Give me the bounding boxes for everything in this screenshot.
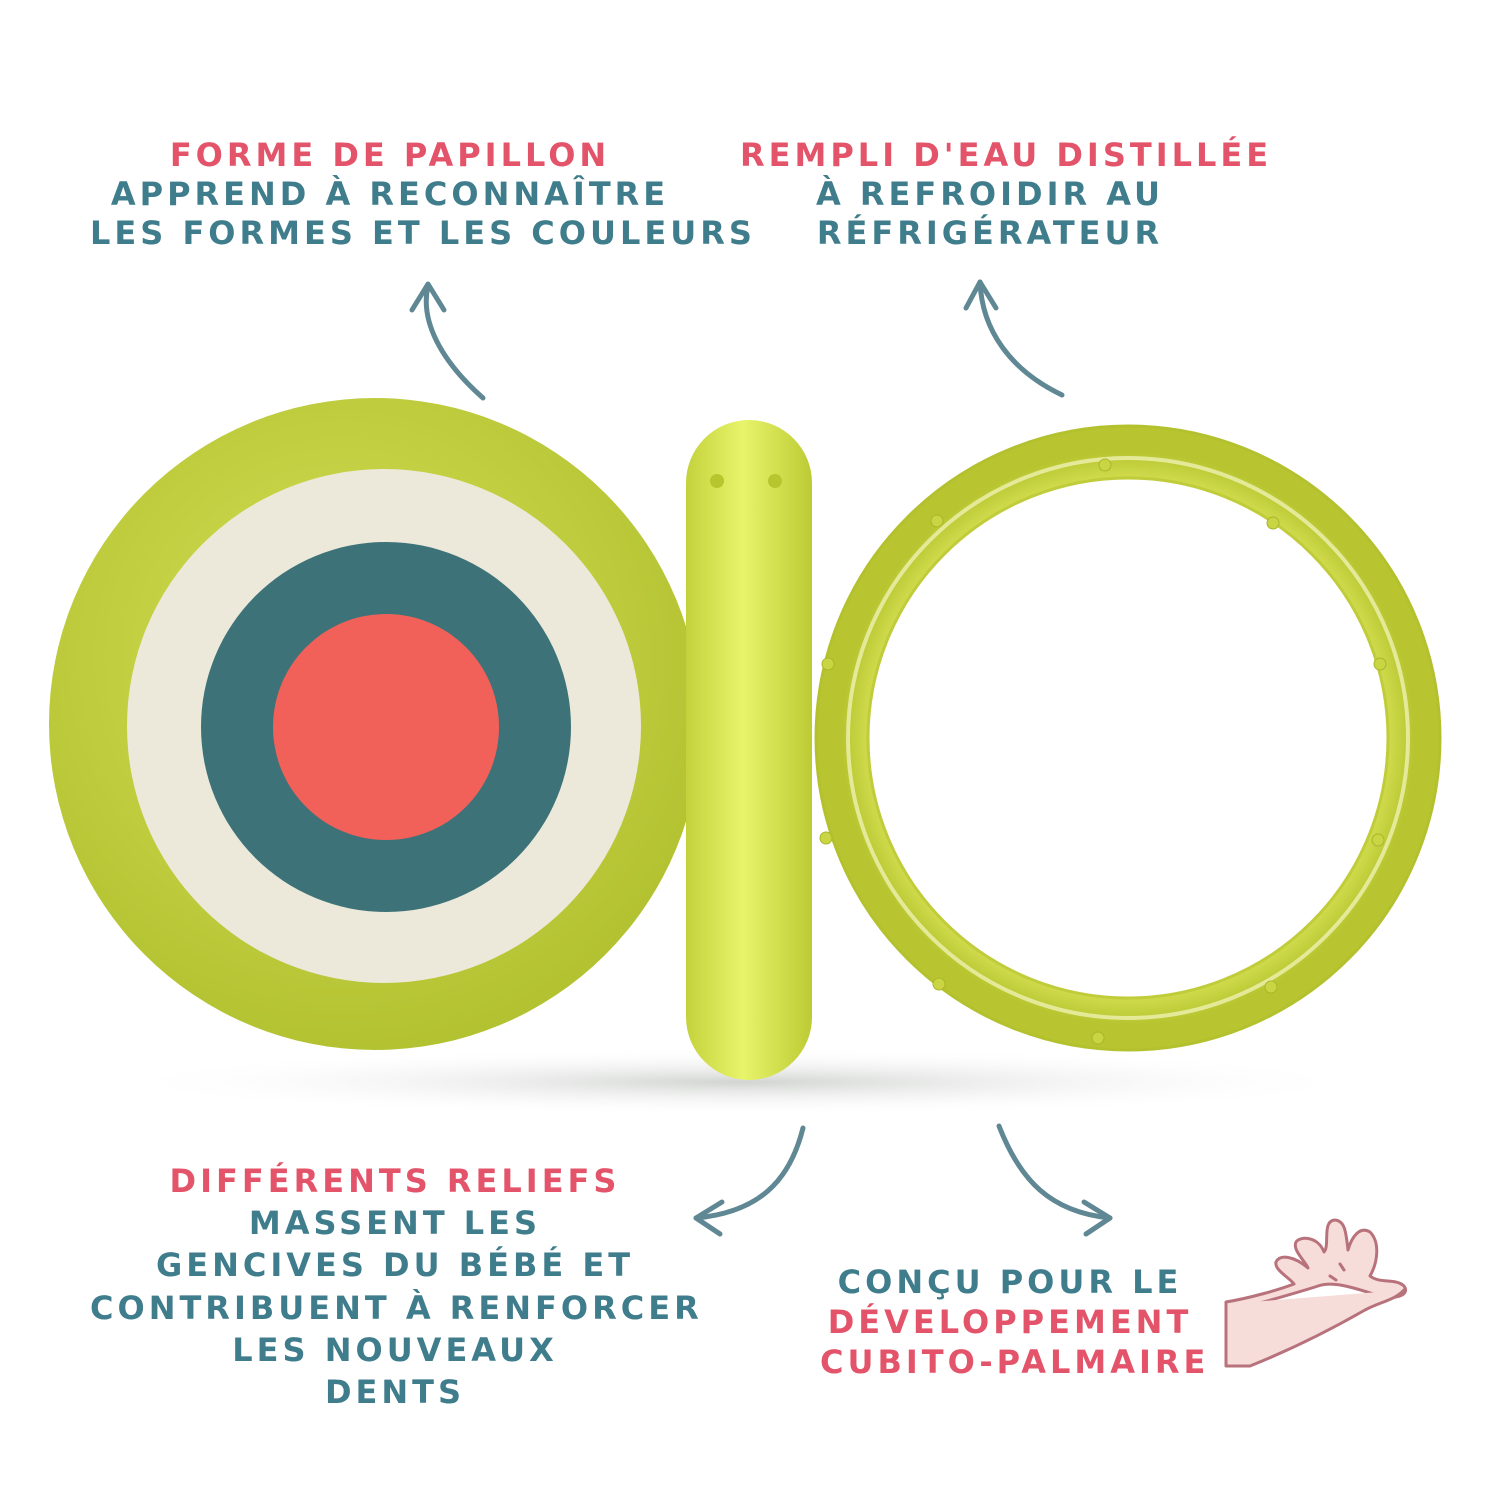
- callout-text: les formes et les couleurs: [90, 214, 756, 253]
- callout-text: apprend à reconnaître: [110, 175, 670, 214]
- bump: [1373, 657, 1387, 671]
- hand-icon: [1224, 1218, 1407, 1368]
- callout-butterfly-shape: Forme de papillon apprend à reconnaître …: [90, 136, 756, 253]
- bump: [710, 474, 724, 488]
- coral-center: [273, 614, 499, 840]
- curved-arrow-icon: [693, 1125, 806, 1237]
- bump: [1264, 980, 1278, 994]
- bump: [821, 657, 835, 671]
- bump: [819, 831, 833, 845]
- callout-heading: cubito-palmaire: [820, 1343, 1210, 1381]
- callout-text: à refroidir au: [815, 175, 1165, 214]
- curved-arrow-icon: [996, 1123, 1113, 1237]
- callout-heading: Différents reliefs: [169, 1162, 621, 1200]
- callout-text: réfrigérateur: [816, 214, 1164, 253]
- curved-arrow-icon: [409, 281, 486, 401]
- callout-different-reliefs: Différents reliefs massent les gencives …: [90, 1160, 700, 1413]
- center-bar[interactable]: [686, 420, 812, 1080]
- butterfly-disc[interactable]: [49, 398, 701, 1050]
- bump: [930, 514, 944, 528]
- bump: [768, 474, 782, 488]
- callout-text: massent les: [248, 1204, 542, 1243]
- callout-text: contribuent à renforcer: [90, 1288, 703, 1327]
- callout-heading: Rempli d'eau distillée: [740, 136, 1273, 174]
- callout-palmar-development: Conçu pour le développement cubito-palma…: [820, 1262, 1210, 1382]
- callout-text: gencives du bébé et: [155, 1246, 635, 1285]
- callout-text: les nouveaux: [232, 1330, 558, 1369]
- bump: [1091, 1031, 1105, 1045]
- callout-text: Conçu pour le: [837, 1263, 1183, 1301]
- bump: [932, 977, 946, 991]
- bump: [1266, 516, 1280, 530]
- callout-heading: Forme de papillon: [169, 136, 611, 174]
- toy-shadow: [100, 1048, 1380, 1116]
- water-ring[interactable]: [814, 424, 1442, 1052]
- curved-arrow-icon: [963, 279, 1065, 398]
- callout-distilled-water: Rempli d'eau distillée à refroidir au ré…: [740, 136, 1273, 253]
- bump: [1098, 458, 1112, 472]
- bump: [1371, 833, 1385, 847]
- callout-heading: développement: [827, 1303, 1193, 1341]
- callout-text: dents: [324, 1373, 466, 1412]
